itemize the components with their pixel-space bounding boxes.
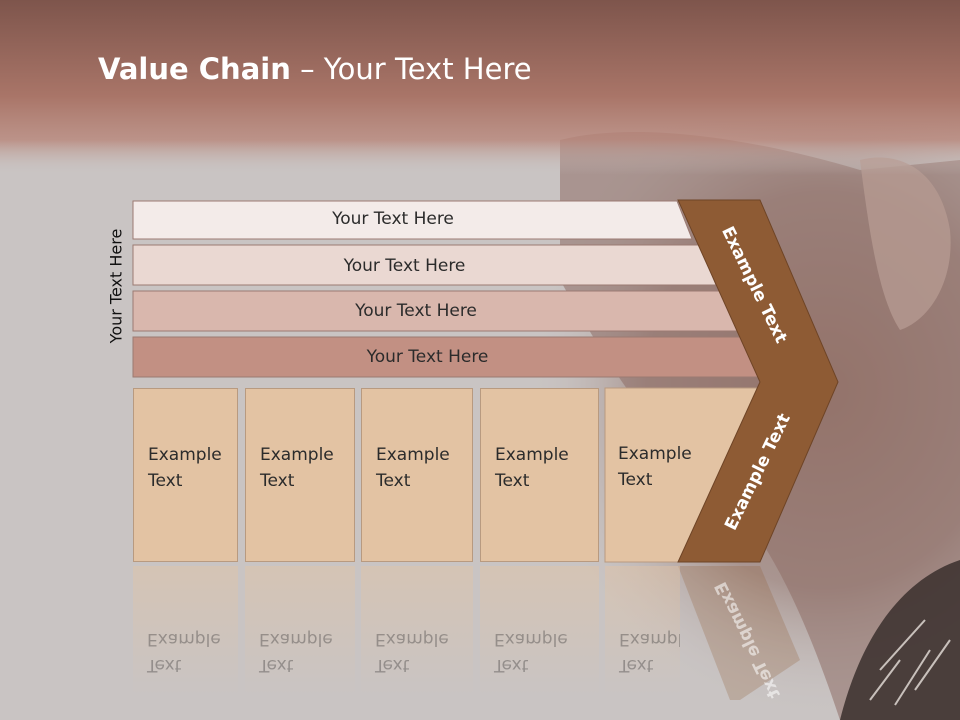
column-3-line1: Example — [376, 445, 450, 465]
column-5-reflection-line1: Example — [619, 629, 680, 649]
column-3-reflection-line1: Example — [375, 629, 449, 649]
column-2-reflection: Text Example — [245, 566, 355, 696]
column-4-reflection-line1: Example — [494, 629, 568, 649]
column-1-reflection-line1: Example — [147, 629, 221, 649]
column-1-line1: Example — [148, 445, 222, 465]
column-1: Example Text — [133, 388, 238, 562]
row-2: Your Text Here — [133, 247, 716, 285]
row-1-label: Your Text Here — [332, 209, 454, 229]
column-2: Example Text — [245, 388, 355, 562]
column-5-line1: Example — [618, 444, 692, 464]
row-1: Your Text Here — [133, 200, 693, 238]
column-2-reflection-line2: Text — [259, 655, 294, 675]
column-3: Example Text — [361, 388, 473, 562]
column-5-reflection-line2: Text — [619, 655, 654, 675]
column-4-reflection: Text Example — [480, 566, 599, 696]
column-4-line1: Example — [495, 445, 569, 465]
slide-title-bold: Value Chain — [98, 52, 291, 86]
slide-title: Value Chain – Your Text Here — [98, 52, 532, 86]
row-3: Your Text Here — [133, 292, 739, 330]
slide-title-rest: – Your Text Here — [290, 52, 532, 86]
column-1-line2: Text — [148, 471, 183, 491]
row-4: Your Text Here — [133, 338, 762, 376]
row-1-shape — [132, 200, 693, 240]
column-1-reflection-line2: Text — [147, 655, 182, 675]
column-1-reflection: Text Example — [133, 566, 238, 696]
chevron-reflection — [678, 566, 800, 700]
column-5: Example Text — [604, 388, 764, 562]
column-3-line2: Text — [376, 471, 411, 491]
column-4: Example Text — [480, 388, 599, 562]
column-4-reflection-line2: Text — [494, 655, 529, 675]
column-2-line2: Text — [260, 471, 295, 491]
row-2-label: Your Text Here — [343, 256, 466, 276]
column-2-reflection-line1: Example — [259, 629, 333, 649]
row-3-label: Your Text Here — [355, 301, 477, 321]
column-4-line2: Text — [495, 471, 530, 491]
chevron-arrow — [677, 199, 839, 563]
column-2-line1: Example — [260, 445, 334, 465]
row-4-label: Your Text Here — [366, 347, 489, 367]
column-3-reflection: Text Example — [361, 566, 473, 696]
column-3-reflection-line2: Text — [375, 655, 410, 675]
column-5-line2: Text — [618, 470, 653, 490]
column-5-reflection: Text Example — [605, 566, 680, 696]
